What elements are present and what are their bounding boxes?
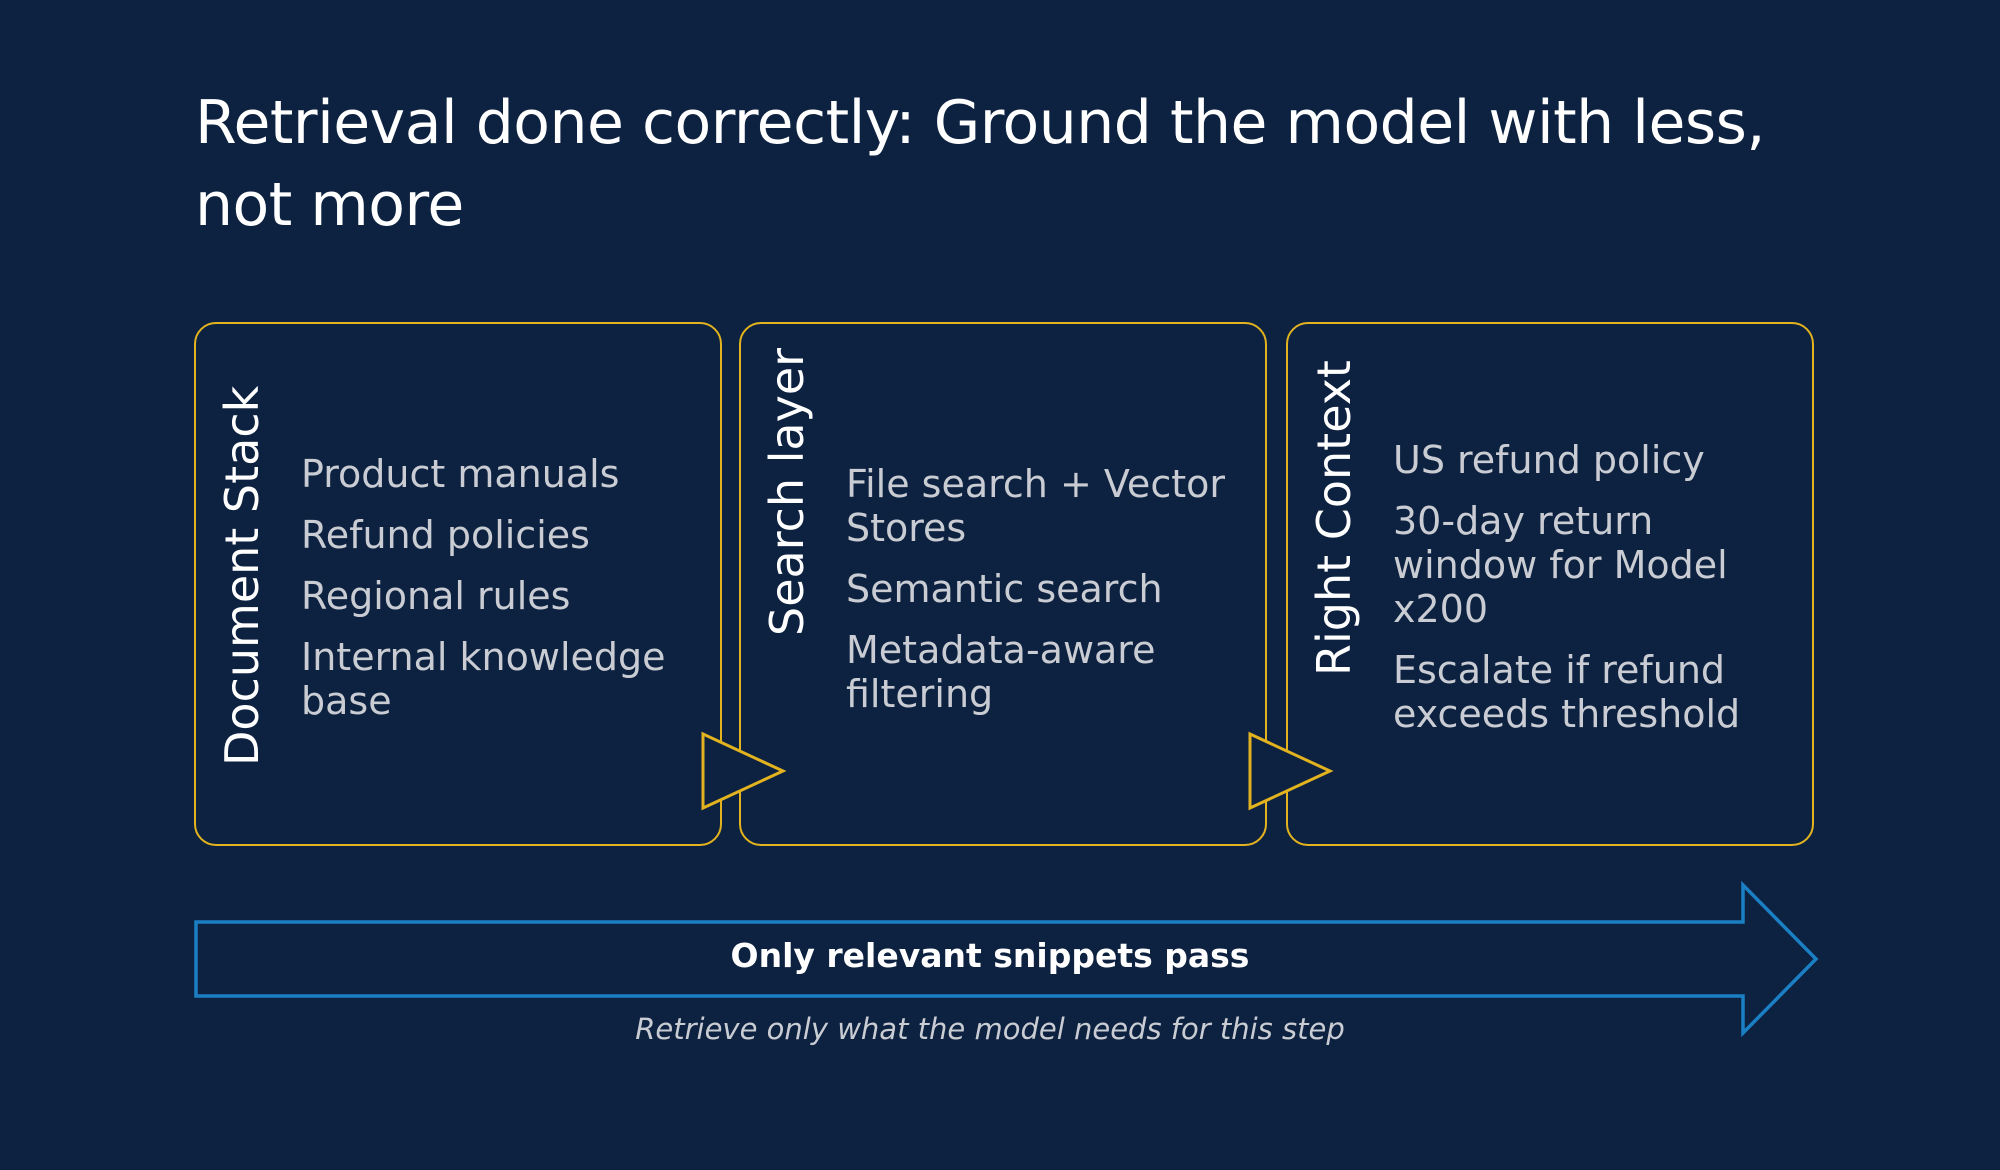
connector-arrow-icon	[701, 731, 787, 811]
flow-arrow-icon	[194, 880, 1819, 1038]
right-context-box: Right Context US refund policy 30-day re…	[1286, 322, 1814, 846]
list-item: Escalate if refund exceeds threshold	[1393, 648, 1741, 736]
connector-arrow-icon	[1248, 731, 1334, 811]
document-stack-list: Product manuals Refund policies Regional…	[301, 452, 700, 740]
flow-caption: Retrieve only what the model needs for t…	[635, 1012, 1345, 1046]
list-item: Refund policies	[301, 513, 590, 557]
right-context-list: US refund policy 30-day return window fo…	[1393, 438, 1792, 753]
list-item: Internal knowledge base	[301, 635, 666, 723]
search-layer-box: Search layer File search + Vector Stores…	[739, 322, 1267, 846]
search-layer-list: File search + Vector Stores Semantic sea…	[846, 462, 1245, 733]
list-item: Product manuals	[301, 452, 620, 496]
list-item: Metadata-aware filtering	[846, 628, 1156, 716]
flow-arrow-label: Only relevant snippets pass	[730, 936, 1250, 975]
document-stack-box: Document Stack Product manuals Refund po…	[194, 322, 722, 846]
list-item: Semantic search	[846, 567, 1163, 611]
list-item: 30-day return window for Model x200	[1393, 499, 1728, 631]
page-title: Retrieval done correctly: Ground the mod…	[195, 88, 1765, 240]
list-item: US refund policy	[1393, 438, 1705, 482]
list-item: File search + Vector Stores	[846, 462, 1225, 550]
list-item: Regional rules	[301, 574, 571, 618]
